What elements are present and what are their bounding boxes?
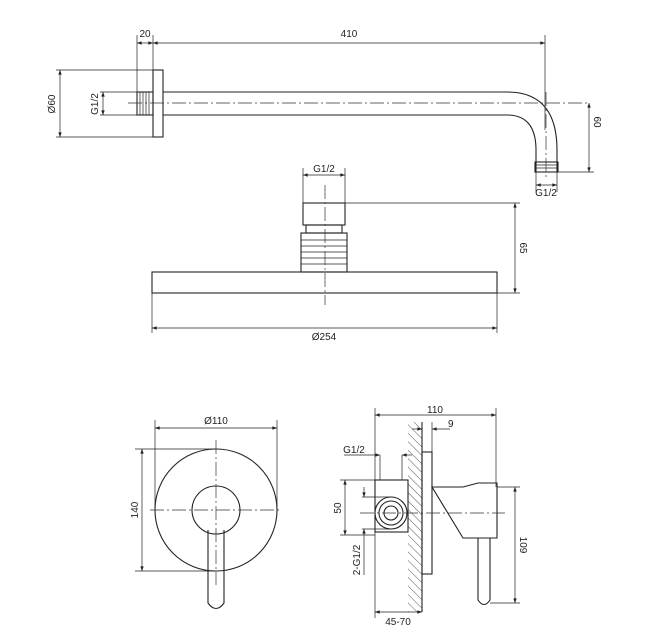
dim-arm-drop: 60 — [591, 116, 602, 128]
side-body — [431, 482, 498, 539]
dim-flange-depth: 20 — [139, 29, 151, 40]
dim-inlet-thread: G1/2 — [343, 445, 365, 456]
mixer-lever — [207, 530, 225, 610]
dim-total-height: 109 — [517, 537, 528, 554]
outlet-thread — [534, 161, 559, 173]
dim-head-diameter: Ø254 — [312, 332, 337, 343]
dim-plate-thickness: 9 — [448, 419, 454, 430]
mixer-front-view: Ø110 140 — [130, 416, 282, 610]
dim-head-thread: G1/2 — [313, 164, 335, 175]
head-plate — [151, 271, 498, 294]
dim-head-height: 65 — [517, 242, 528, 254]
dim-plate-diameter: Ø110 — [204, 416, 228, 427]
dim-side-depth: 110 — [427, 405, 443, 416]
dim-mixer-height: 140 — [130, 501, 141, 518]
side-lever — [477, 538, 491, 606]
arm-pipe-inner — [163, 114, 537, 172]
mixer-side-view: 110 9 G1/2 50 2-G1/2 109 45-70 — [333, 405, 528, 628]
wall-flange — [152, 69, 164, 138]
arm-pipe-outer — [163, 91, 558, 172]
dim-body-height: 50 — [333, 502, 344, 514]
wall-hatch — [408, 422, 422, 612]
dim-outlets: 2-G1/2 — [352, 544, 363, 575]
dim-wall-thread: G1/2 — [90, 93, 101, 115]
head-nut — [302, 202, 346, 226]
dim-arm-length: 410 — [341, 29, 358, 40]
valve-box — [374, 479, 409, 533]
wall-thread — [136, 91, 154, 116]
dim-install-depth: 45-70 — [385, 617, 411, 628]
shower-head: G1/2 65 Ø254 — [151, 164, 528, 343]
dim-flange-diameter: Ø60 — [47, 94, 58, 113]
shower-arm: 20 410 Ø60 G1/2 60 G1/2 — [47, 29, 602, 199]
dim-outlet-thread: G1/2 — [535, 188, 557, 199]
swivel-joint — [300, 232, 348, 273]
